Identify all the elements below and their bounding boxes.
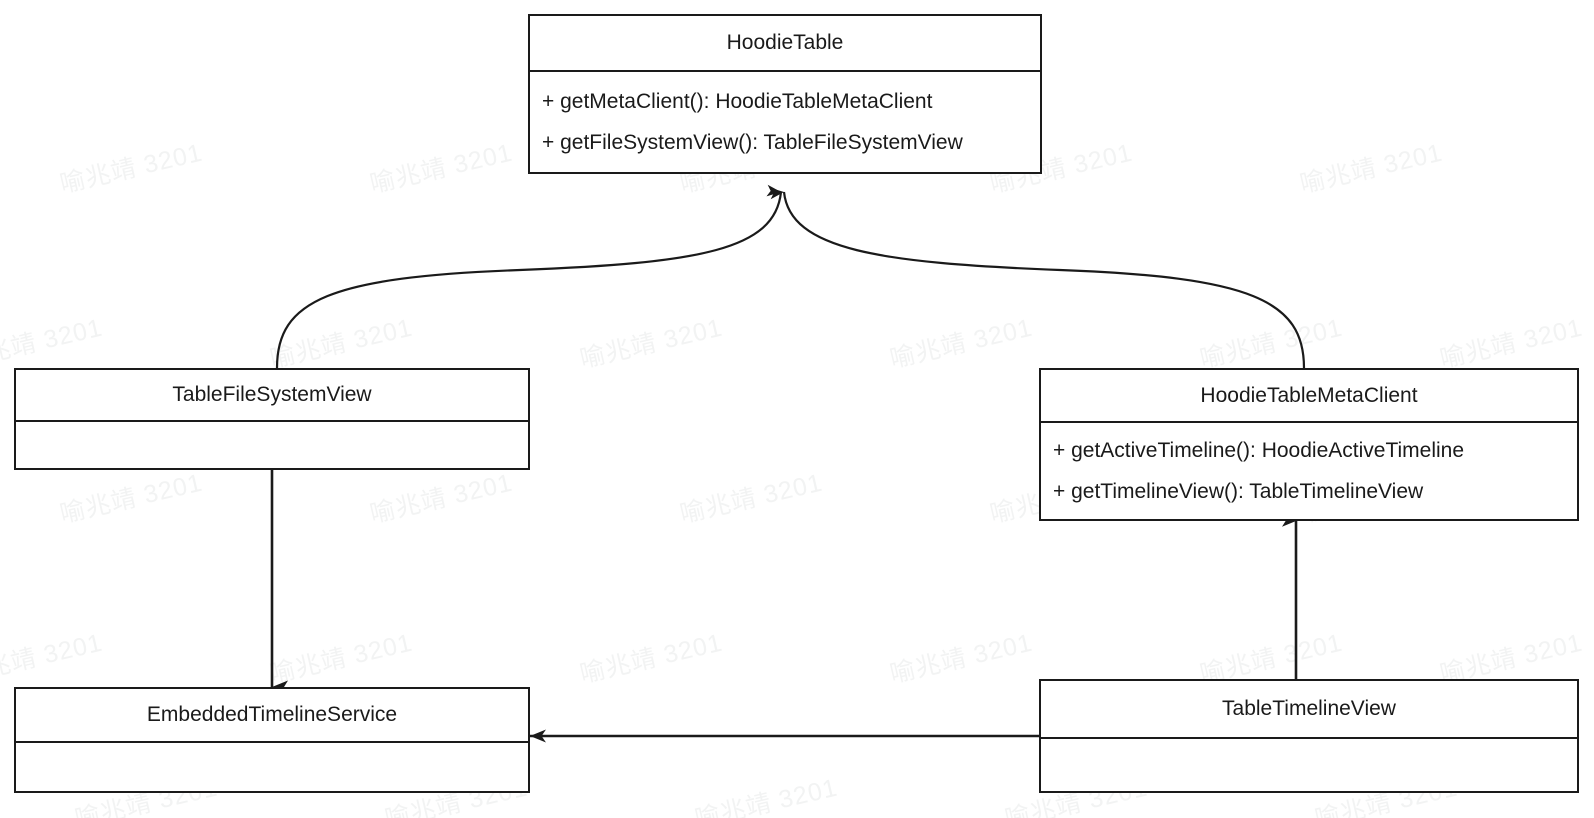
class-box-table-file-system-view[interactable]: TableFileSystemView: [14, 368, 530, 470]
class-box-hoodie-table[interactable]: HoodieTable + getMetaClient(): HoodieTab…: [528, 14, 1042, 174]
class-member: + getMetaClient(): HoodieTableMetaClient: [542, 90, 933, 113]
watermark-tile: 喻兆靖 3201: [267, 313, 416, 374]
class-member: + getFileSystemView(): TableFileSystemVi…: [542, 131, 963, 154]
class-members-hoodie-table: + getMetaClient(): HoodieTableMetaClient…: [530, 70, 1040, 172]
class-members-embedded-timeline-service: [16, 741, 528, 791]
class-members-table-file-system-view: [16, 420, 528, 468]
class-member: + getTimelineView(): TableTimelineView: [1053, 480, 1424, 503]
watermark-tile: 喻兆靖 3201: [577, 628, 726, 689]
class-name-table-file-system-view: TableFileSystemView: [172, 383, 372, 406]
watermark-tile: 喻兆靖 3201: [367, 138, 516, 199]
watermark-tile: 喻兆靖 3201: [0, 313, 106, 374]
watermark-tile: 喻兆靖 3201: [367, 468, 516, 529]
class-members-hoodie-table-meta-client: + getActiveTimeline(): HoodieActiveTimel…: [1041, 421, 1577, 519]
relationship-tablefilesystemview-to-hoodietable: [275, 184, 783, 369]
class-box-table-timeline-view[interactable]: TableTimelineView: [1039, 679, 1579, 793]
class-box-embedded-timeline-service[interactable]: EmbeddedTimelineService: [14, 687, 530, 793]
watermark-tile: 喻兆靖 3201: [887, 628, 1036, 689]
class-members-table-timeline-view: [1041, 737, 1577, 791]
class-name-embedded-timeline-service: EmbeddedTimelineService: [146, 703, 398, 726]
class-name-hoodie-table: HoodieTable: [726, 31, 844, 54]
relationship-hoodietablemetaclient-to-hoodietable: [769, 187, 1306, 369]
watermark-tile: 喻兆靖 3201: [887, 313, 1036, 374]
watermark-tile: 喻兆靖 3201: [677, 468, 826, 529]
class-name-table-timeline-view: TableTimelineView: [1222, 697, 1396, 720]
watermark-tile: 喻兆靖 3201: [692, 773, 841, 818]
watermark-tile: 喻兆靖 3201: [57, 138, 206, 199]
class-member: + getActiveTimeline(): HoodieActiveTimel…: [1053, 439, 1465, 462]
watermark-tile: 喻兆靖 3201: [57, 468, 206, 529]
watermark-tile: 喻兆靖 3201: [577, 313, 726, 374]
watermark-tile: 喻兆靖 3201: [1437, 313, 1586, 374]
watermark-tile: 喻兆靖 3201: [0, 628, 106, 689]
watermark-tile: 喻兆靖 3201: [267, 628, 416, 689]
class-name-hoodie-table-meta-client: HoodieTableMetaClient: [1200, 383, 1418, 407]
watermark-tile: 喻兆靖 3201: [1197, 313, 1346, 374]
class-box-hoodie-table-meta-client[interactable]: HoodieTableMetaClient + getActiveTimelin…: [1039, 368, 1579, 521]
watermark-tile: 喻兆靖 3201: [1297, 138, 1446, 199]
